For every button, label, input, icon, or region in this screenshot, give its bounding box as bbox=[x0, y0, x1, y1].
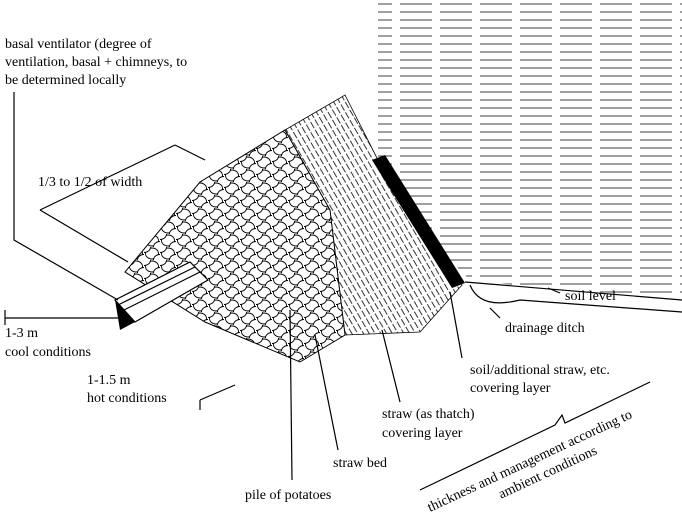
straw-bed-leader bbox=[314, 334, 339, 451]
pile-label: pile of potatoes bbox=[245, 488, 331, 503]
soil-layer-label-2: covering layer bbox=[470, 381, 551, 396]
soil-layer-leader bbox=[449, 291, 463, 359]
hot-width-label: 1-1.5 m bbox=[87, 373, 131, 388]
basal-ventilator bbox=[114, 261, 209, 323]
cool-conditions-label: cool conditions bbox=[5, 345, 91, 360]
ventilator-end bbox=[115, 300, 135, 330]
pile-leader bbox=[289, 309, 293, 481]
soil-layer-label-1: soil/additional straw, etc. bbox=[470, 363, 610, 378]
drainage-ditch bbox=[469, 284, 682, 313]
straw-layer-label-1: straw (as thatch) bbox=[382, 407, 475, 422]
soil-level-leader bbox=[547, 287, 561, 294]
ventilator-label-1: basal ventilator (degree of bbox=[5, 37, 152, 52]
hot-conditions-label: hot conditions bbox=[87, 391, 167, 406]
soil-covering-layer bbox=[372, 155, 465, 288]
ventilator-label-3: be determined locally bbox=[5, 73, 126, 88]
cool-width-dimension bbox=[4, 310, 118, 325]
width-fraction-label: 1/3 to 1/2 of width bbox=[38, 175, 142, 190]
ventilator-leader bbox=[13, 92, 119, 301]
ditch-leader bbox=[489, 307, 501, 319]
soil-level-label: soil level bbox=[565, 289, 616, 304]
soil-level-line bbox=[464, 281, 682, 301]
hot-width-dimension bbox=[199, 384, 236, 410]
pile-of-potatoes bbox=[124, 129, 346, 363]
thickness-brace bbox=[419, 381, 651, 491]
ventilator-label-2: ventilation, basal + chimneys, to bbox=[5, 55, 187, 70]
straw-layer-leader bbox=[381, 329, 401, 403]
thickness-label-1: thickness and management according to bbox=[425, 407, 634, 515]
straw-bed-label: straw bed bbox=[333, 456, 387, 471]
drainage-ditch-label: drainage ditch bbox=[505, 321, 585, 336]
straw-layer-label-2: covering layer bbox=[382, 426, 463, 441]
width-fraction-dimension bbox=[39, 144, 206, 263]
cool-width-label: 1-3 m bbox=[5, 326, 38, 341]
ground-surface bbox=[378, 0, 682, 300]
